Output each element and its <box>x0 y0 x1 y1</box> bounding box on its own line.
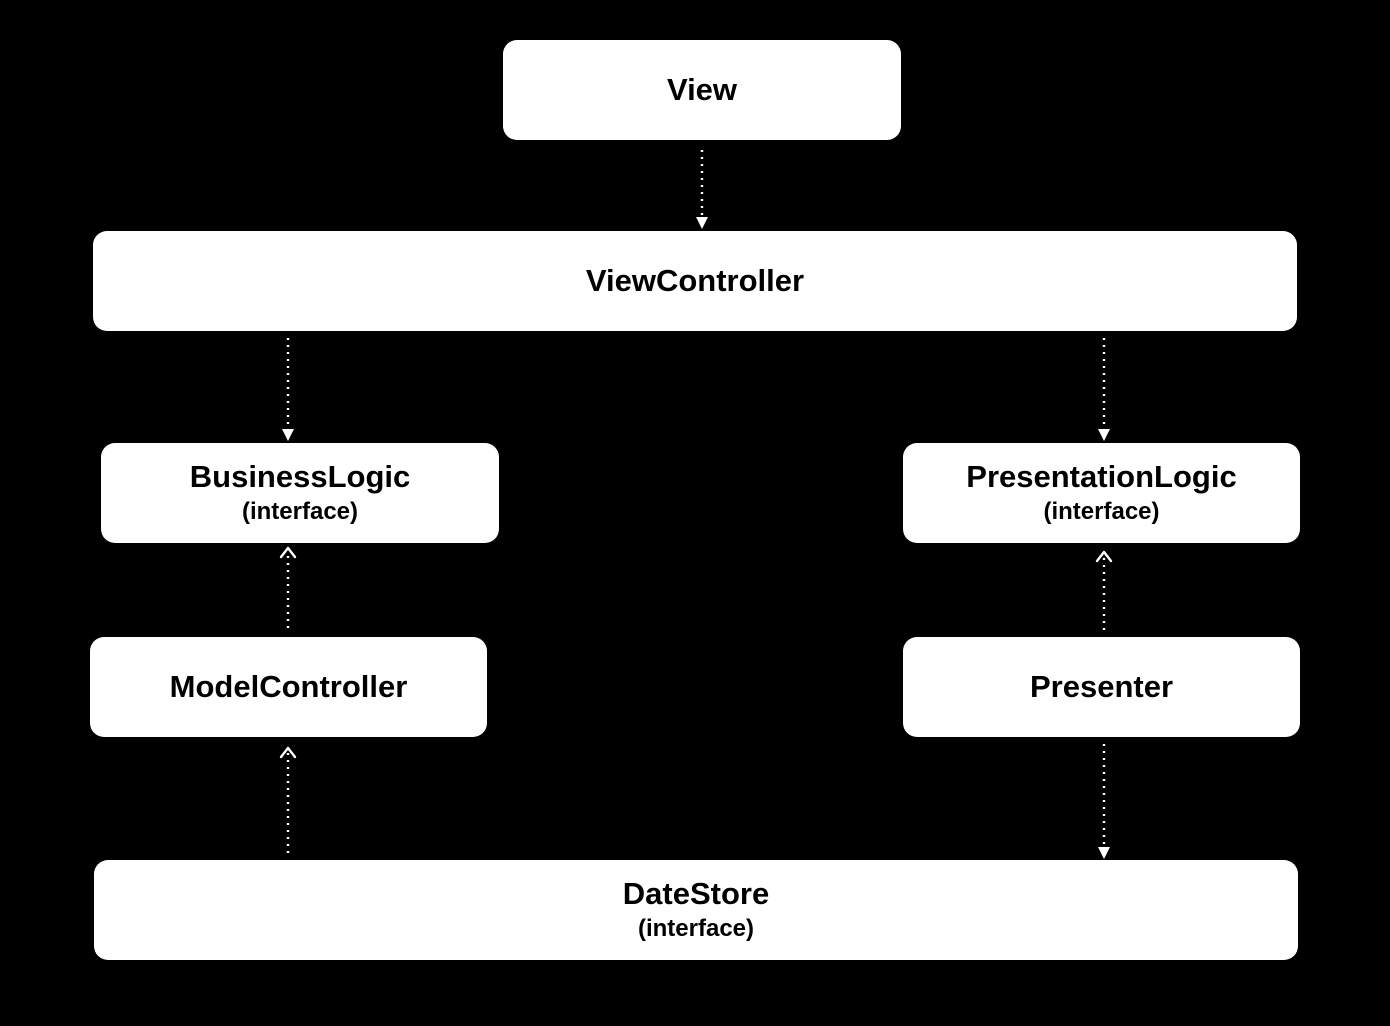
presenter-title: Presenter <box>1029 669 1174 704</box>
business-logic-title: BusinessLogic <box>189 459 411 494</box>
view-controller-title: ViewController <box>585 263 805 298</box>
presentation-logic-box: PresentationLogic (interface) <box>903 443 1300 543</box>
presenter-box: Presenter <box>903 637 1300 737</box>
date-store-subtitle: (interface) <box>637 915 755 942</box>
arrow-view-controller-to-presentation-logic <box>1098 338 1110 441</box>
arrow-presenter-to-presentation-logic <box>1095 550 1113 630</box>
view-controller-box: ViewController <box>93 231 1297 331</box>
date-store-title: DateStore <box>622 876 770 911</box>
date-store-box: DateStore (interface) <box>94 860 1298 960</box>
arrow-view-to-view-controller <box>696 150 708 229</box>
business-logic-subtitle: (interface) <box>241 498 359 525</box>
view-title: View <box>666 72 738 107</box>
presentation-logic-subtitle: (interface) <box>1043 498 1160 525</box>
presentation-logic-title: PresentationLogic <box>966 459 1237 494</box>
arrow-presenter-to-date-store <box>1098 744 1110 859</box>
model-controller-box: ModelController <box>90 637 487 737</box>
arrow-model-controller-to-business-logic <box>279 546 297 628</box>
view-box: View <box>503 40 901 140</box>
model-controller-title: ModelController <box>169 669 408 704</box>
arrow-date-store-to-model-controller <box>279 746 297 853</box>
arrow-view-controller-to-business-logic <box>282 338 294 441</box>
business-logic-box: BusinessLogic (interface) <box>101 443 499 543</box>
